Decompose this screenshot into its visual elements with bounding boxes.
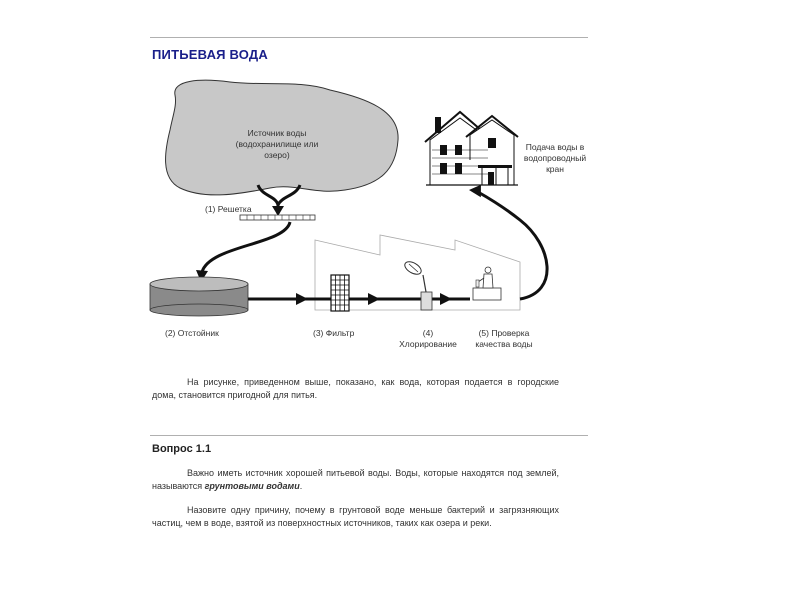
source-label: Источник воды (водохранилище или озеро) xyxy=(222,128,332,161)
step3-label: (3) Фильтр xyxy=(313,328,354,339)
flow-arrow-to-tank xyxy=(202,222,290,272)
step4-label: (4) Хлорирование xyxy=(390,328,466,350)
settling-tank-icon xyxy=(150,277,248,316)
tap-label: Подача воды в водопроводный кран xyxy=(515,142,595,175)
question-para2-text: Назовите одну причину, почему в грунтово… xyxy=(152,505,559,528)
intro-paragraph: На рисунке, приведенном выше, показано, … xyxy=(152,376,559,401)
step2-label: (2) Отстойник xyxy=(165,328,219,339)
filter-icon xyxy=(331,275,349,311)
question-para1-end: . xyxy=(300,481,303,491)
step1-label: (1) Решетка xyxy=(205,204,252,215)
question-title: Вопрос 1.1 xyxy=(152,443,211,455)
question-paragraph-2: Назовите одну причину, почему в грунтово… xyxy=(152,504,559,529)
house-icon xyxy=(425,112,518,185)
groundwater-term: грунтовыми водами xyxy=(205,481,300,491)
section-divider xyxy=(150,435,588,436)
question-paragraph-1: Важно иметь источник хорошей питьевой во… xyxy=(152,467,559,492)
step5-label: (5) Проверка качества воды xyxy=(465,328,543,350)
grate-icon xyxy=(240,215,315,220)
intro-text: На рисунке, приведенном выше, показано, … xyxy=(152,377,559,400)
